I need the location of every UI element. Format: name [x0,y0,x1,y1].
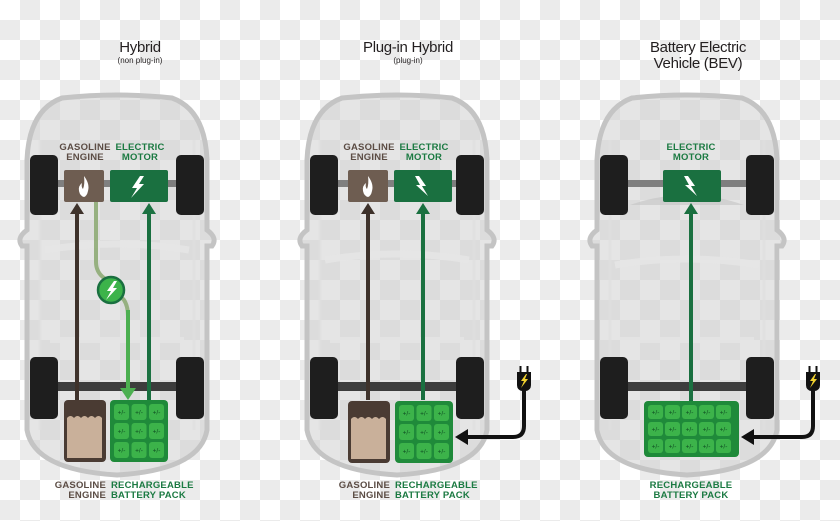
svg-text:+/-: +/- [403,411,411,418]
battery-pack: +/- +/- +/- +/- +/- +/- +/- +/- +/- [110,400,168,462]
lightning-bolt-icon [810,374,817,388]
svg-text:+/-: +/- [403,430,411,437]
wheel-icon [310,357,338,419]
svg-text:+/-: +/- [420,411,428,418]
flame-icon [362,176,373,197]
svg-text:+/-: +/- [703,444,711,451]
fuel-flow-arrow [70,203,84,400]
electric-motor [110,170,168,202]
gasoline-engine [348,170,388,202]
panel-plug-in-hybrid: Plug-in Hybrid (plug-in) [280,0,560,521]
regenerative-flow [94,202,136,400]
wheel-icon [30,155,58,215]
battery-cell-labels: +/- +/- +/- +/- +/- +/- +/- +/- +/- [403,411,446,456]
wheel-icon [456,155,484,215]
lightning-bolt-icon [106,281,117,300]
svg-text:+/-: +/- [720,410,728,417]
svg-text:+/-: +/- [135,429,143,436]
charging-plug [741,366,820,445]
wheel-icon [176,155,204,215]
panel-hybrid: Hybrid (non plug-in) [0,0,280,521]
svg-text:+/-: +/- [652,427,660,434]
charging-plug [455,366,531,445]
svg-text:+/-: +/- [420,430,428,437]
panel-title: Plug-in Hybrid [362,39,453,56]
panel-subtitle: (plug-in) [393,56,423,65]
svg-text:+/-: +/- [686,427,694,434]
car-diagram: +/- +/- +/- +/- +/- +/- +/- +/- +/- [297,92,531,478]
panel-title-line2: Vehicle (BEV) [653,55,743,72]
car-diagram: +/- +/- +/- +/- +/- +/- +/- +/- +/- +/- +/- +/- +/… [587,92,820,478]
wheel-icon [176,357,204,419]
svg-text:+/-: +/- [652,410,660,417]
svg-text:+/-: +/- [703,410,711,417]
lightning-bolt-icon [684,176,697,196]
svg-text:+/-: +/- [135,448,143,455]
gasoline-engine [64,170,104,202]
svg-text:+/-: +/- [153,448,161,455]
panel-title: Battery Electric [649,39,747,56]
electric-motor [663,170,721,202]
lightning-bolt-icon [415,176,428,196]
svg-text:+/-: +/- [669,410,677,417]
svg-text:+/-: +/- [652,444,660,451]
wheel-icon [310,155,338,215]
panel-bev: Battery Electric Vehicle (BEV) [570,0,840,521]
svg-text:+/-: +/- [153,410,161,417]
svg-text:+/-: +/- [118,448,126,455]
battery-pack: +/- +/- +/- +/- +/- +/- +/- +/- +/- +/- +/- +/- +/… [644,401,739,457]
svg-text:+/-: +/- [153,429,161,436]
wheel-icon [456,357,484,419]
lightning-bolt-icon [521,374,528,388]
wheel-icon [30,357,58,419]
electric-motor [394,170,452,202]
battery-cell-labels: +/- +/- +/- +/- +/- +/- +/- +/- +/- [118,410,161,455]
svg-text:+/-: +/- [703,427,711,434]
wheel-icon [746,357,774,419]
wheel-icon [600,357,628,419]
panel-title: Hybrid [119,39,161,56]
wheel-icon [600,155,628,215]
battery-pack: +/- +/- +/- +/- +/- +/- +/- +/- +/- [395,401,453,463]
svg-text:+/-: +/- [403,449,411,456]
electric-flow-arrow [684,203,698,401]
lightning-bolt-icon [131,176,144,198]
svg-text:+/-: +/- [438,449,446,456]
electric-flow-arrow [416,203,430,400]
svg-text:+/-: +/- [720,444,728,451]
wheel-icon [746,155,774,215]
gas-tank [348,401,390,463]
flame-icon [78,176,89,197]
rear-axle [40,382,194,391]
svg-text:+/-: +/- [118,410,126,417]
svg-text:+/-: +/- [686,444,694,451]
svg-text:+/-: +/- [720,427,728,434]
rear-axle [610,382,764,391]
car-diagram: +/- +/- +/- +/- +/- +/- +/- +/- +/- [17,92,217,478]
panel-subtitle: (non plug-in) [117,56,163,65]
svg-text:+/-: +/- [438,411,446,418]
gas-tank [64,400,106,462]
rear-axle [320,382,474,391]
svg-text:+/-: +/- [118,429,126,436]
svg-text:+/-: +/- [669,444,677,451]
battery-cell-labels: +/- +/- +/- +/- +/- +/- +/- +/- +/- +/- +/- +/- +/… [652,410,728,451]
svg-text:+/-: +/- [669,427,677,434]
fuel-flow-arrow [361,203,375,400]
svg-text:+/-: +/- [438,430,446,437]
svg-text:+/-: +/- [420,449,428,456]
electric-flow-arrow [142,203,156,400]
svg-text:+/-: +/- [686,410,694,417]
svg-text:+/-: +/- [135,410,143,417]
